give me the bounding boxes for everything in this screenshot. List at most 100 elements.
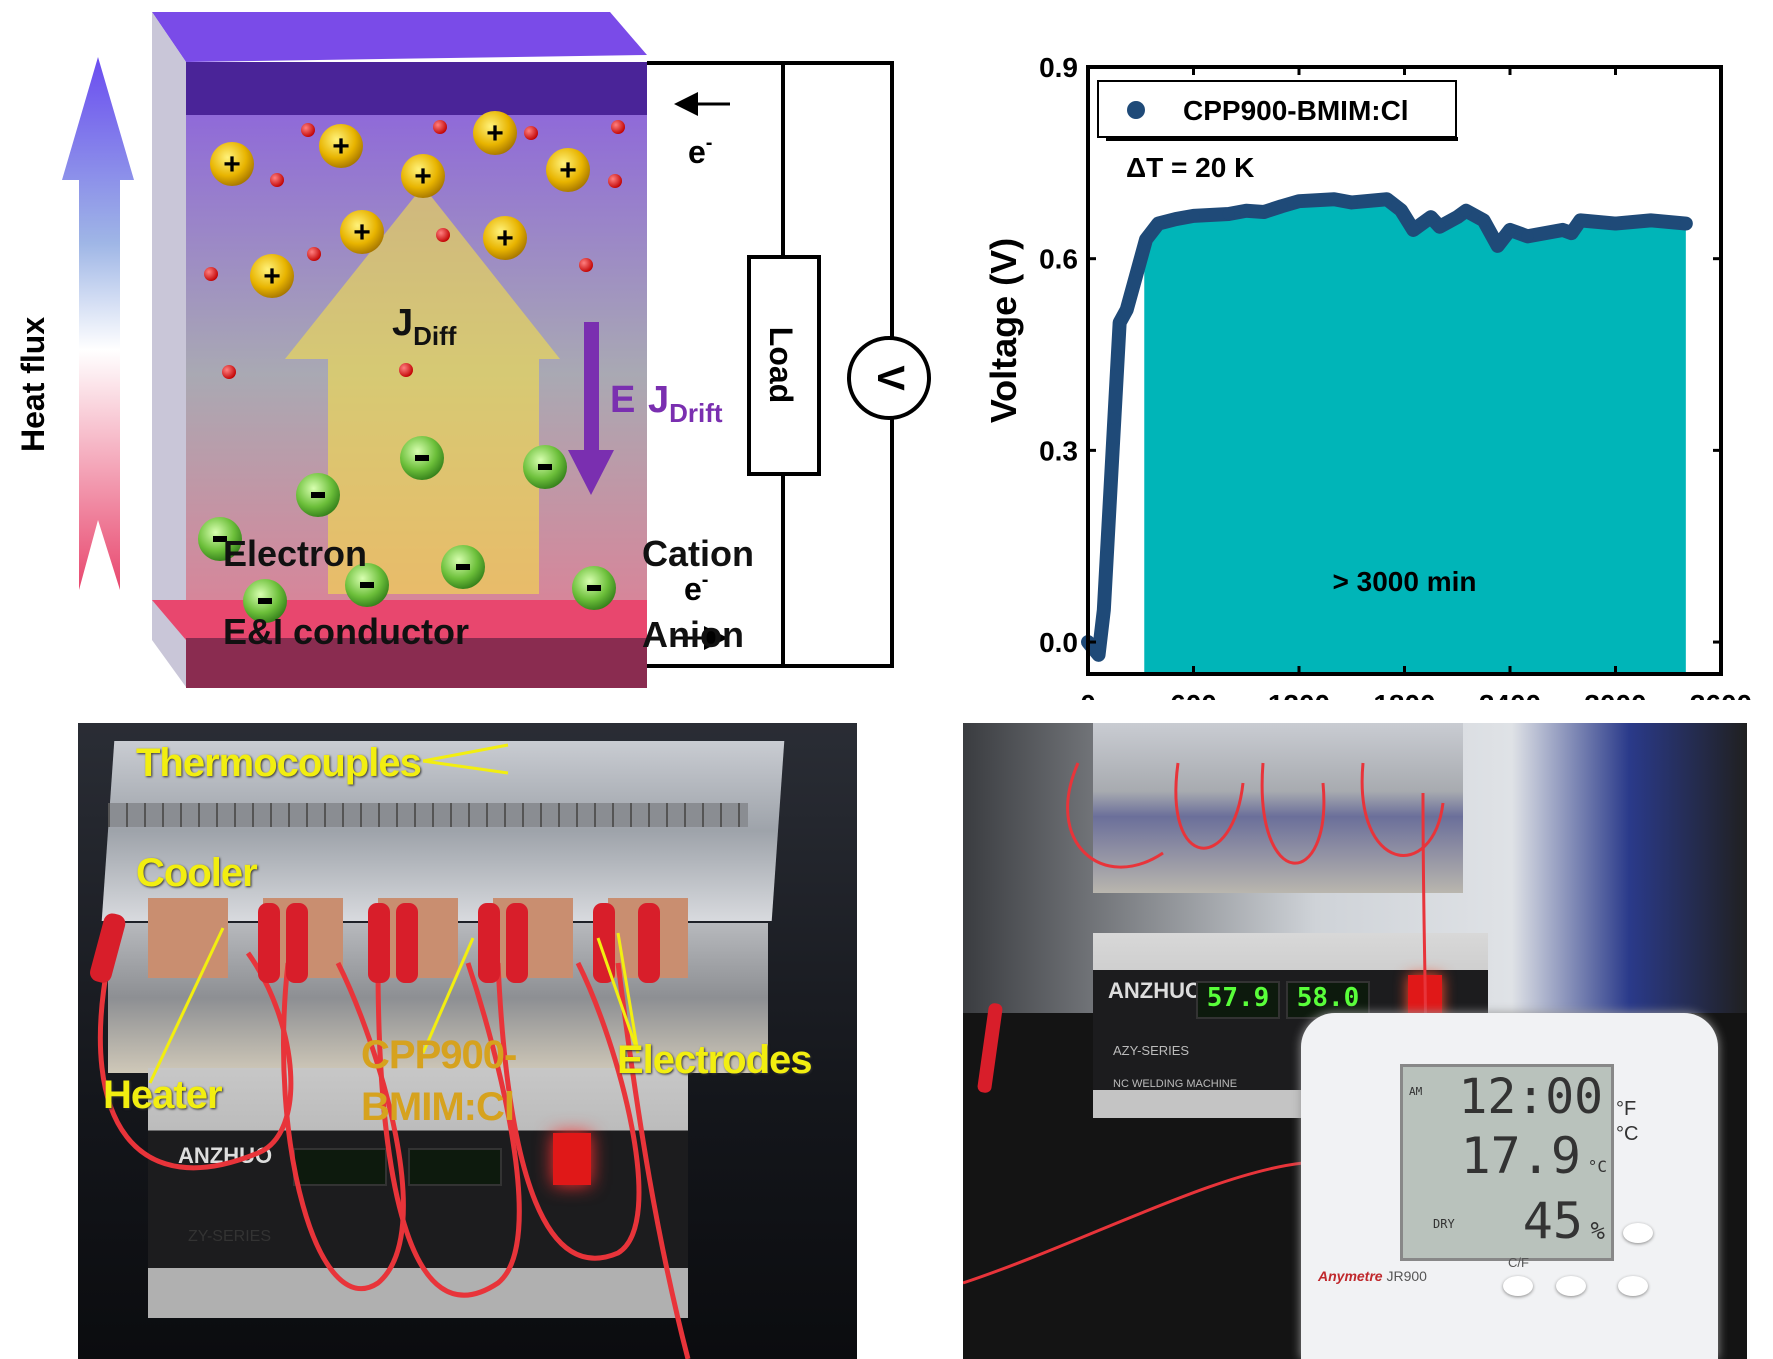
anion-sign bbox=[311, 492, 325, 498]
heat-flux-label: Heat flux bbox=[15, 317, 51, 452]
data-point bbox=[1103, 508, 1116, 521]
anion-sign bbox=[360, 582, 374, 588]
data-point bbox=[1140, 233, 1153, 246]
power-switch bbox=[553, 1133, 591, 1185]
external-circuit bbox=[647, 61, 894, 668]
electron bbox=[204, 267, 218, 281]
celsius-label: °C bbox=[1616, 1123, 1639, 1145]
anion-sign bbox=[456, 564, 470, 570]
dry-indicator: DRY bbox=[1433, 1217, 1455, 1231]
am-indicator: AM bbox=[1409, 1085, 1423, 1098]
cation-sign: + bbox=[496, 222, 514, 255]
percent-unit: % bbox=[1590, 1217, 1605, 1245]
anion-sign bbox=[258, 598, 272, 604]
x-tick-label: 3000 bbox=[1584, 689, 1646, 700]
electron bbox=[579, 258, 593, 272]
data-point bbox=[1433, 220, 1446, 233]
cation-sign: + bbox=[486, 117, 504, 150]
memory-button[interactable] bbox=[1556, 1276, 1586, 1296]
electric-field-arrow bbox=[568, 322, 614, 495]
legend-electron-label: Electron bbox=[223, 533, 368, 574]
voltmeter-label: V bbox=[869, 365, 911, 391]
warning-display: 58.0 bbox=[1286, 981, 1370, 1019]
thermo-brand: Anymetre JR900 bbox=[1318, 1268, 1427, 1284]
data-point bbox=[1451, 211, 1464, 224]
electron-label-bottom: e- bbox=[684, 569, 708, 607]
celsius-unit: °C bbox=[1587, 1157, 1607, 1176]
data-point bbox=[1380, 193, 1393, 206]
label-sample-line2: BMIM:Cl bbox=[361, 1085, 515, 1129]
fahrenheit-label: °F bbox=[1616, 1098, 1637, 1120]
cation bbox=[319, 124, 363, 168]
welding-machine bbox=[148, 1068, 688, 1318]
data-point bbox=[1328, 193, 1341, 206]
setup-photo-left: ANZHUO ZY-SERIES Thermocouples Cooler He… bbox=[78, 723, 857, 1359]
data-point bbox=[1169, 213, 1182, 226]
label-heater: Heater bbox=[103, 1073, 223, 1117]
legend-label: CPP900-BMIM:Cl bbox=[1183, 95, 1409, 126]
humidity-readout: 45 bbox=[1522, 1192, 1583, 1250]
time-readout: 12:00 bbox=[1458, 1069, 1604, 1125]
top-plate-top bbox=[152, 12, 647, 62]
cation bbox=[483, 216, 527, 260]
legend-box bbox=[1097, 80, 1457, 138]
electron bbox=[433, 120, 447, 134]
cation bbox=[546, 148, 590, 192]
data-point bbox=[1609, 217, 1622, 230]
left-display-2 bbox=[408, 1148, 502, 1186]
wires bbox=[963, 762, 1445, 1285]
data-point bbox=[1460, 204, 1473, 217]
cf-button-label: C/F bbox=[1508, 1255, 1529, 1270]
box-side bbox=[152, 12, 186, 687]
cation bbox=[250, 254, 294, 298]
data-point bbox=[1565, 227, 1578, 240]
data-point bbox=[1424, 211, 1437, 224]
data-point bbox=[1491, 239, 1504, 252]
data-point bbox=[1679, 217, 1692, 230]
voltage-time-chart: 0600120018002400300036000.00.30.60.9Time… bbox=[983, 52, 1752, 700]
set-button[interactable] bbox=[1623, 1223, 1653, 1243]
thermo-screen: AM 12:00 17.9 °C DRY 45 % bbox=[1400, 1064, 1614, 1261]
data-point bbox=[1108, 412, 1121, 425]
y-tick-label: 0.9 bbox=[1039, 52, 1078, 83]
model-name: JR900 bbox=[1386, 1268, 1427, 1284]
cation bbox=[340, 210, 384, 254]
electron bbox=[270, 173, 284, 187]
diffusion-arrow bbox=[285, 186, 560, 594]
cf-button[interactable] bbox=[1503, 1276, 1533, 1296]
data-point bbox=[1644, 214, 1657, 227]
data-point bbox=[1504, 223, 1516, 236]
legend-marker bbox=[1127, 101, 1145, 119]
data-point bbox=[1477, 214, 1490, 227]
machine-brand: ANZHUO bbox=[1108, 978, 1203, 1003]
electron bbox=[524, 126, 538, 140]
duration-annotation: > 3000 min bbox=[1333, 566, 1477, 597]
machine-series: AZY-SERIES bbox=[1113, 1043, 1190, 1058]
data-point bbox=[1120, 303, 1133, 316]
machine-type: NC WELDING MACHINE bbox=[1113, 1078, 1238, 1090]
electron bbox=[399, 363, 413, 377]
data-point bbox=[1275, 200, 1288, 213]
j-drift-label: JDrift bbox=[648, 379, 723, 428]
legend-conductor-label: E&I conductor bbox=[223, 611, 470, 652]
data-point bbox=[1293, 195, 1305, 208]
cation-sign: + bbox=[414, 160, 432, 193]
data-point bbox=[1257, 206, 1270, 219]
cation-sign: + bbox=[332, 130, 350, 163]
label-sample-line1: CPP900- bbox=[361, 1033, 517, 1077]
x-tick-label: 3600 bbox=[1690, 689, 1752, 700]
x-tick-label: 2400 bbox=[1479, 689, 1541, 700]
j-diff-label: JDiff bbox=[392, 302, 457, 351]
anion-sign bbox=[538, 464, 552, 470]
x-tick-label: 1800 bbox=[1373, 689, 1435, 700]
load-resistor bbox=[747, 255, 821, 476]
x-tick-label: 1200 bbox=[1268, 689, 1330, 700]
adjust-button[interactable] bbox=[1618, 1276, 1648, 1296]
cooler-heater-stack bbox=[1093, 723, 1463, 893]
brand-name: Anymetre bbox=[1318, 1268, 1383, 1284]
cation-sign: + bbox=[559, 154, 577, 187]
y-tick-label: 0.0 bbox=[1039, 627, 1078, 658]
anion-sign bbox=[213, 536, 227, 542]
electron bbox=[611, 120, 625, 134]
cation bbox=[473, 111, 517, 155]
